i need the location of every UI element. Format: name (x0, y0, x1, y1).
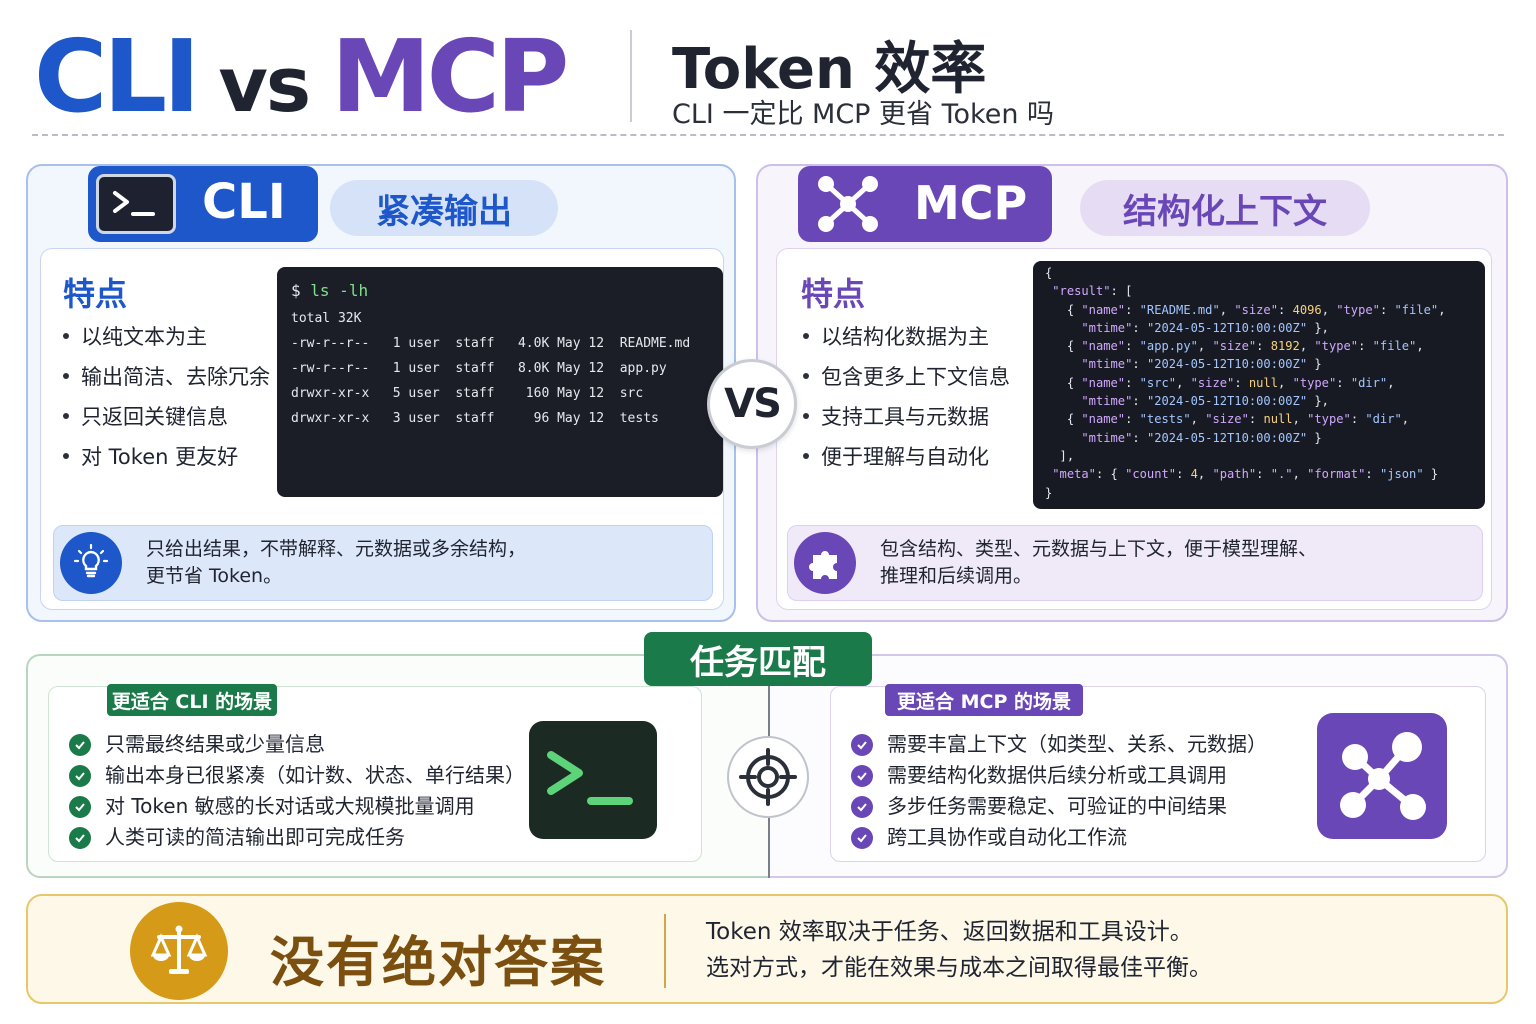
terminal-line: drwxr-xr-x 5 user staff 160 May 12 src (291, 386, 644, 401)
list-item: 对 Token 敏感的长对话或大规模批量调用 (69, 791, 525, 822)
header-right-title: Token 效率 (672, 37, 987, 102)
list-item: 多步任务需要稳定、可验证的中间结果 (851, 791, 1267, 822)
list-item: 便于理解与自动化 (801, 437, 1010, 477)
mcp-features-list: 以结构化数据为主 包含更多上下文信息 支持工具与元数据 便于理解与自动化 (801, 317, 1010, 477)
terminal-command: $ ls -lh (291, 281, 369, 300)
mcp-summary-text: 包含结构、类型、元数据与上下文，便于模型理解、 推理和后续调用。 (880, 538, 1318, 587)
mcp-pill: 结构化上下文 (1080, 180, 1370, 236)
cli-features-list: 以纯文本为主 输出简洁、去除冗余 只返回关键信息 对 Token 更友好 (61, 317, 270, 477)
mcp-summary: 包含结构、类型、元数据与上下文，便于模型理解、 推理和后续调用。 (787, 525, 1483, 601)
puzzle-icon (794, 532, 856, 594)
check-icon (851, 764, 873, 787)
check-icon (851, 826, 873, 849)
list-item: 以纯文本为主 (61, 317, 270, 357)
conclusion-text: Token 效率取决于任务、返回数据和工具设计。 选对方式，才能在效果与成本之间… (706, 919, 1212, 981)
cli-inner-card: 特点 以纯文本为主 输出简洁、去除冗余 只返回关键信息 对 Token 更友好 … (40, 248, 724, 610)
header-dashed-divider (32, 134, 1504, 136)
list-item: 包含更多上下文信息 (801, 357, 1010, 397)
mcp-scenarios-list: 需要丰富上下文（如类型、关系、元数据） 需要结构化数据供后续分析或工具调用 多步… (851, 729, 1267, 853)
list-item: 对 Token 更友好 (61, 437, 270, 477)
check-icon (851, 795, 873, 818)
header-divider (630, 30, 632, 122)
cli-scenarios-card: 更适合 CLI 的场景 只需最终结果或少量信息 输出本身已很紧凑（如计数、状态、… (48, 684, 702, 862)
terminal-line: total 32K (291, 311, 362, 326)
cli-panel: CLI 紧凑输出 特点 以纯文本为主 输出简洁、去除冗余 只返回关键信息 对 T… (26, 164, 736, 622)
list-item: 只返回关键信息 (61, 397, 270, 437)
list-item: 输出简洁、去除冗余 (61, 357, 270, 397)
mcp-scenarios-tag: 更适合 MCP 的场景 (885, 684, 1083, 716)
cli-features-title: 特点 (63, 275, 128, 313)
check-icon (69, 826, 91, 849)
footer-divider (664, 914, 666, 988)
scale-icon (130, 902, 228, 1000)
mcp-scenarios-card: 更适合 MCP 的场景 需要丰富上下文（如类型、关系、元数据） 需要结构化数据供… (830, 684, 1486, 862)
terminal-line: -rw-r--r-- 1 user staff 8.0K May 12 app.… (291, 361, 667, 376)
network-icon (1317, 713, 1447, 839)
list-item: 支持工具与元数据 (801, 397, 1010, 437)
list-item: 以结构化数据为主 (801, 317, 1010, 357)
terminal-icon (96, 174, 176, 234)
list-item: 输出本身已很紧凑（如计数、状态、单行结果） (69, 760, 525, 791)
check-icon (69, 764, 91, 787)
terminal-output: $ ls -lh total 32K -rw-r--r-- 1 user sta… (277, 267, 723, 497)
list-item: 跨工具协作或自动化工作流 (851, 822, 1267, 853)
title-vs: vs (218, 40, 311, 129)
title-mcp: MCP (331, 18, 569, 135)
list-item: 只需最终结果或少量信息 (69, 729, 525, 760)
mcp-inner-card: 特点 以结构化数据为主 包含更多上下文信息 支持工具与元数据 便于理解与自动化 … (776, 248, 1492, 610)
cli-pill: 紧凑输出 (330, 180, 558, 236)
cli-scenarios-tag: 更适合 CLI 的场景 (107, 684, 277, 716)
vs-badge: VS (707, 359, 797, 449)
list-item: 需要结构化数据供后续分析或工具调用 (851, 760, 1267, 791)
target-icon (727, 736, 809, 818)
list-item: 需要丰富上下文（如类型、关系、元数据） (851, 729, 1267, 760)
header-right-subtitle: CLI 一定比 MCP 更省 Token 吗 (672, 99, 1055, 130)
mcp-features-title: 特点 (801, 275, 866, 313)
terminal-icon (529, 721, 657, 839)
terminal-line: -rw-r--r-- 1 user staff 4.0K May 12 READ… (291, 336, 691, 351)
json-output: { "result": [ { "name": "README.md", "si… (1033, 261, 1485, 509)
check-icon (851, 733, 873, 756)
cli-badge: CLI (88, 166, 318, 242)
title-cli: CLI (34, 18, 200, 135)
mcp-badge-label: MCP (914, 176, 1028, 230)
cli-summary: 只给出结果，不带解释、元数据或多余结构， 更节省 Token。 (53, 525, 713, 601)
terminal-line: drwxr-xr-x 3 user staff 96 May 12 tests (291, 411, 659, 426)
cli-summary-text: 只给出结果，不带解释、元数据或多余结构， 更节省 Token。 (146, 538, 527, 587)
task-match-title: 任务匹配 (644, 632, 872, 686)
main-title: CLI vs MCP (34, 18, 569, 135)
conclusion-banner: 没有绝对答案 Token 效率取决于任务、返回数据和工具设计。 选对方式，才能在… (26, 894, 1508, 1004)
conclusion-title: 没有绝对答案 (270, 931, 606, 994)
cli-scenarios-list: 只需最终结果或少量信息 输出本身已很紧凑（如计数、状态、单行结果） 对 Toke… (69, 729, 525, 853)
mcp-panel: MCP 结构化上下文 特点 以结构化数据为主 包含更多上下文信息 支持工具与元数… (756, 164, 1508, 622)
mcp-badge: MCP (798, 166, 1052, 242)
cli-badge-label: CLI (202, 174, 286, 230)
check-icon (69, 795, 91, 818)
list-item: 人类可读的简洁输出即可完成任务 (69, 822, 525, 853)
check-icon (69, 733, 91, 756)
network-icon (818, 176, 878, 232)
lightbulb-icon (60, 532, 122, 594)
